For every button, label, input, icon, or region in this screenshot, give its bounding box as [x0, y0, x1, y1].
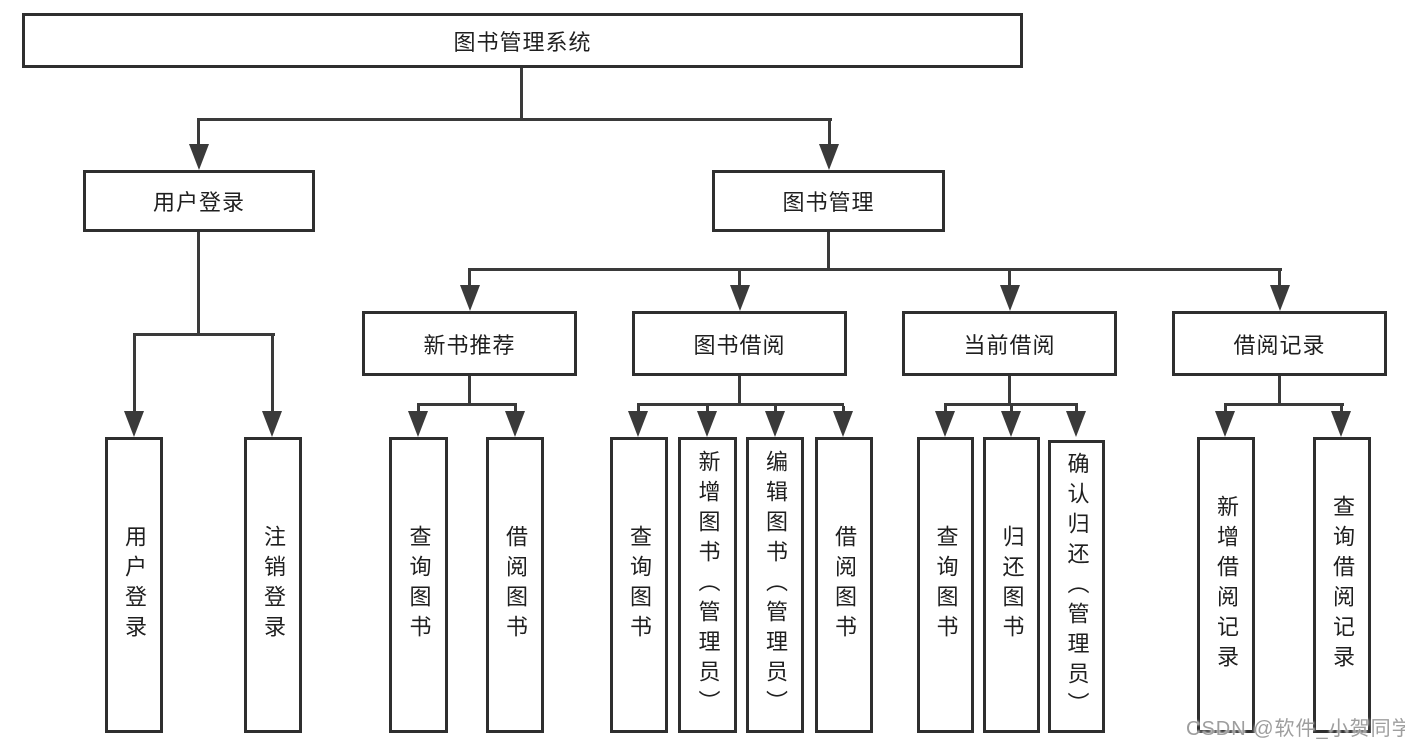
leaf-bb-add-books-admin-label: 新增图书（管理员）	[695, 450, 721, 720]
leaf-cb-confirm-return-admin: 确认归还（管理员）	[1048, 440, 1105, 733]
node-current-borrow: 当前借阅	[902, 311, 1117, 376]
connector-book-mgmt-span	[468, 268, 1282, 271]
leaf-cb-query-books: 查询图书	[917, 437, 974, 733]
connector-to-borrow-records	[1278, 271, 1281, 286]
leaf-cb-return-books-label: 归还图书	[999, 525, 1025, 645]
node-borrow-records-label: 借阅记录	[1233, 332, 1326, 358]
connector-to-new-book-rec	[468, 271, 471, 286]
arrow-down-icon	[1066, 411, 1086, 437]
node-current-borrow-label: 当前借阅	[963, 332, 1056, 358]
connector-to-leaf-cb3	[1075, 406, 1078, 412]
arrow-down-icon	[697, 411, 717, 437]
connector-root-span	[197, 118, 832, 121]
arrow-down-icon	[628, 411, 648, 437]
leaf-user-login: 用户登录	[105, 437, 163, 733]
connector-to-book-mgmt	[828, 121, 831, 145]
arrow-down-icon	[505, 411, 525, 437]
arrow-down-icon	[408, 411, 428, 437]
leaf-bb-query-books: 查询图书	[610, 437, 668, 733]
connector-user-login-drop	[197, 232, 200, 335]
node-book-borrow: 图书借阅	[632, 311, 847, 376]
leaf-cb-return-books: 归还图书	[983, 437, 1040, 733]
connector-new-book-rec-span	[417, 403, 517, 406]
connector-current-borrow-drop	[1008, 376, 1011, 405]
arrow-down-icon	[833, 411, 853, 437]
arrow-down-icon	[1270, 285, 1290, 311]
leaf-nb-borrow-books-label: 借阅图书	[503, 525, 528, 645]
connector-current-borrow-span	[944, 403, 1078, 406]
node-root-label: 图书管理系统	[453, 29, 592, 55]
leaf-cb-query-books-label: 查询图书	[933, 525, 959, 645]
node-book-mgmt-label: 图书管理	[782, 190, 875, 215]
connector-to-leaf-nb2	[514, 406, 517, 412]
connector-to-leaf-br1	[1224, 406, 1227, 412]
connector-to-leaf-bb3	[774, 406, 777, 412]
leaf-bb-add-books-admin: 新增图书（管理员）	[678, 437, 737, 733]
leaf-bb-borrow-books: 借阅图书	[815, 437, 873, 733]
node-new-book-rec-label: 新书推荐	[423, 332, 516, 358]
leaf-br-query-record-label: 查询借阅记录	[1330, 495, 1355, 675]
arrow-down-icon	[765, 411, 785, 437]
connector-to-leaf-u1	[133, 336, 136, 412]
arrow-down-icon	[819, 144, 839, 170]
node-borrow-records: 借阅记录	[1172, 311, 1387, 376]
leaf-nb-borrow-books: 借阅图书	[486, 437, 544, 733]
connector-borrow-records-drop	[1278, 376, 1281, 405]
connector-to-leaf-bb4	[842, 406, 845, 412]
leaf-nb-query-books-label: 查询图书	[406, 525, 432, 645]
csdn-watermark: CSDN @软件_小贺同学	[1186, 718, 1405, 740]
arrow-down-icon	[460, 285, 480, 311]
connector-to-leaf-bb1	[637, 406, 640, 412]
arrow-down-icon	[935, 411, 955, 437]
connector-to-book-borrow	[738, 271, 741, 286]
node-user-login: 用户登录	[83, 170, 315, 232]
arrow-down-icon	[189, 144, 209, 170]
node-root: 图书管理系统	[22, 13, 1023, 68]
leaf-bb-edit-books-admin: 编辑图书（管理员）	[746, 437, 804, 733]
connector-to-leaf-u2	[271, 336, 274, 412]
connector-to-leaf-nb1	[417, 406, 420, 412]
arrow-down-icon	[1001, 411, 1021, 437]
connector-root-drop	[520, 68, 523, 120]
connector-to-leaf-bb2	[706, 406, 709, 412]
connector-to-leaf-br2	[1340, 406, 1343, 412]
leaf-bb-query-books-label: 查询图书	[627, 525, 652, 645]
arrow-down-icon	[730, 285, 750, 311]
leaf-logout-label: 注销登录	[261, 525, 286, 645]
node-book-borrow-label: 图书借阅	[693, 332, 786, 358]
leaf-bb-edit-books-admin-label: 编辑图书（管理员）	[763, 450, 788, 720]
arrow-down-icon	[1215, 411, 1235, 437]
arrow-down-icon	[1331, 411, 1351, 437]
leaf-user-login-label: 用户登录	[122, 525, 147, 645]
node-book-mgmt: 图书管理	[712, 170, 945, 232]
leaf-nb-query-books: 查询图书	[389, 437, 448, 733]
connector-book-borrow-drop	[738, 376, 741, 405]
connector-borrow-records-span	[1224, 403, 1344, 406]
leaf-br-add-record-label: 新增借阅记录	[1214, 495, 1239, 675]
connector-to-leaf-cb2	[1010, 406, 1013, 412]
arrow-down-icon	[1000, 285, 1020, 311]
node-new-book-rec: 新书推荐	[362, 311, 577, 376]
connector-to-user-login	[197, 121, 200, 145]
leaf-br-add-record: 新增借阅记录	[1197, 437, 1255, 733]
arrow-down-icon	[262, 411, 282, 437]
connector-book-mgmt-drop	[827, 232, 830, 270]
leaf-cb-confirm-return-admin-label: 确认归还（管理员）	[1064, 451, 1090, 722]
connector-user-login-span	[133, 333, 275, 336]
node-user-login-label: 用户登录	[152, 190, 245, 215]
leaf-logout: 注销登录	[244, 437, 302, 733]
leaf-br-query-record: 查询借阅记录	[1313, 437, 1371, 733]
arrow-down-icon	[124, 411, 144, 437]
connector-to-current-borrow	[1008, 271, 1011, 286]
connector-to-leaf-cb1	[944, 406, 947, 412]
connector-book-borrow-span	[637, 403, 844, 406]
leaf-bb-borrow-books-label: 借阅图书	[832, 525, 857, 645]
connector-new-book-rec-drop	[468, 376, 471, 405]
